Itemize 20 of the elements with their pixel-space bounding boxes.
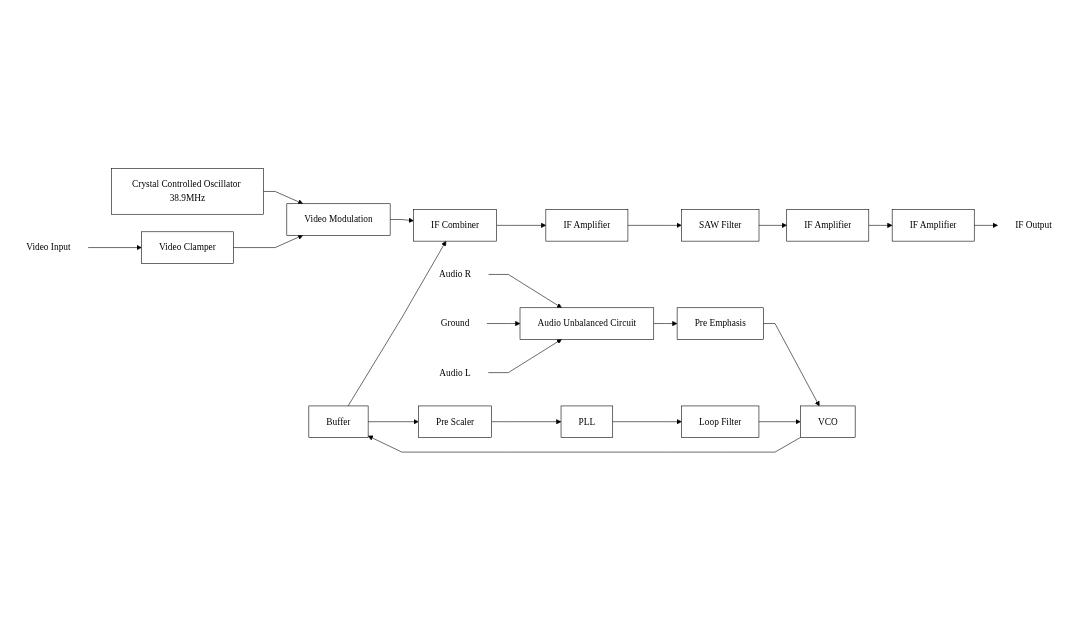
node-text: Audio R <box>439 269 472 280</box>
node-box: Pre Scaler <box>418 405 492 438</box>
node-box: PLL <box>560 405 613 438</box>
node-box: Video Modulation <box>286 203 391 236</box>
node-box: VCO <box>800 405 856 438</box>
node-box: Loop Filter <box>681 405 760 438</box>
node-box: Buffer <box>308 405 369 438</box>
node-box: Audio Unbalanced Circuit <box>519 307 655 340</box>
node-box: IF Amplifier <box>545 209 629 242</box>
node-text: Audio L <box>439 367 471 378</box>
node-text: IF Output <box>1015 220 1052 231</box>
node-box: Video Clamper <box>141 231 234 264</box>
node-box: Crystal Controlled Oscillator 38.9MHz <box>111 168 264 215</box>
node-box: IF Amplifier <box>786 209 870 242</box>
node-text: Ground <box>440 318 470 329</box>
node-box: SAW Filter <box>681 209 760 242</box>
node-box: IF Combiner <box>413 209 497 242</box>
node-box: Pre Emphasis <box>676 307 764 340</box>
node-box: IF Amplifier <box>891 209 975 242</box>
node-text: Video Input <box>26 242 71 253</box>
